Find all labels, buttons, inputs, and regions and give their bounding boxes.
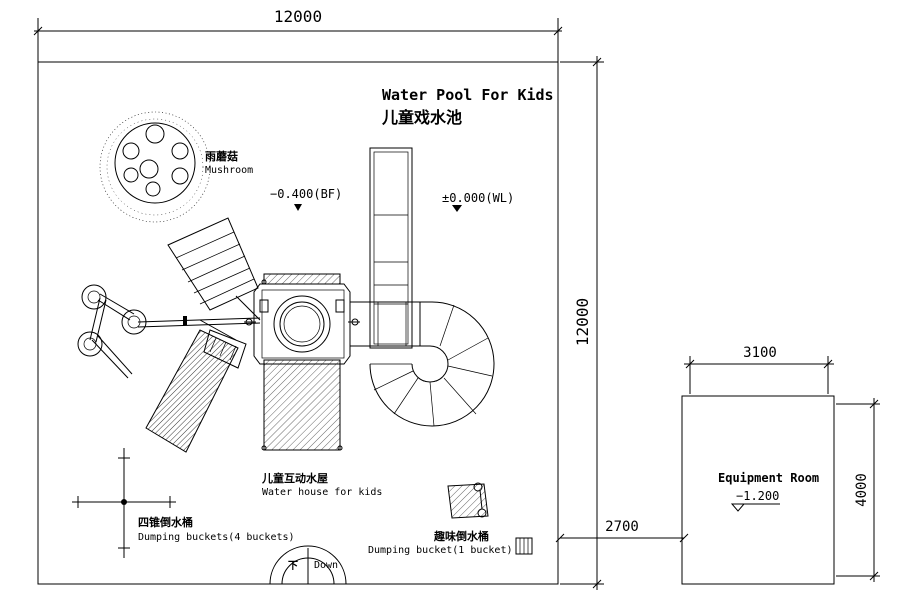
mushroom-label-en: Mushroom — [205, 165, 253, 176]
title-en: Water Pool For Kids — [382, 86, 554, 104]
dimension-right: 12000 — [560, 56, 604, 590]
dimension-right-label: 12000 — [573, 298, 592, 346]
stair-down — [269, 545, 347, 585]
water-house-label-zh: 儿童互动水屋 — [261, 471, 328, 485]
level-equipment-label: −1.200 — [736, 489, 779, 503]
dimension-top-label: 12000 — [274, 7, 322, 26]
equipment-room: 3100 4000 — [681, 345, 880, 585]
level-equipment-marker — [730, 503, 746, 512]
bucket1-label-en: Dumping bucket(1 bucket) — [368, 545, 513, 556]
slide-stairs — [167, 217, 259, 311]
buckets4-label-zh: 四锥倒水桶 — [138, 515, 193, 529]
water-slide — [349, 147, 495, 427]
dimension-offset: 2700 — [555, 519, 689, 543]
bucket1-label-zh: 趣味倒水桶 — [433, 529, 489, 543]
dumping-bucket-1 — [447, 482, 489, 519]
title-zh: 儿童戏水池 — [381, 108, 462, 127]
stair-label-zh: 下 — [288, 560, 298, 572]
stair-label-en: Down — [314, 560, 338, 571]
dimension-equip-height-label: 4000 — [854, 473, 870, 507]
dimension-offset-label: 2700 — [605, 519, 639, 535]
level-bottom-marker — [294, 204, 302, 211]
water-house-label-en: Water house for kids — [262, 487, 382, 498]
water-house — [244, 273, 360, 451]
level-water-label: ±0.000(WL) — [442, 191, 514, 205]
dumping-buckets-4 — [72, 448, 176, 558]
hatched-ramp — [145, 329, 247, 453]
bucket-arms — [77, 284, 261, 379]
level-water-marker — [452, 205, 462, 212]
mushroom — [99, 111, 211, 223]
mushroom-label-zh: 雨蘑菇 — [205, 149, 238, 163]
buckets4-label-en: Dumping buckets(4 buckets) — [138, 532, 295, 543]
pool-outline — [37, 61, 559, 585]
drain-grate-icon — [515, 537, 533, 555]
dimension-top: 12000 — [33, 7, 563, 62]
dimension-equip-width-label: 3100 — [743, 345, 777, 361]
equipment-room-label: Equipment Room — [718, 471, 819, 485]
level-bottom-label: −0.400(BF) — [270, 187, 342, 201]
